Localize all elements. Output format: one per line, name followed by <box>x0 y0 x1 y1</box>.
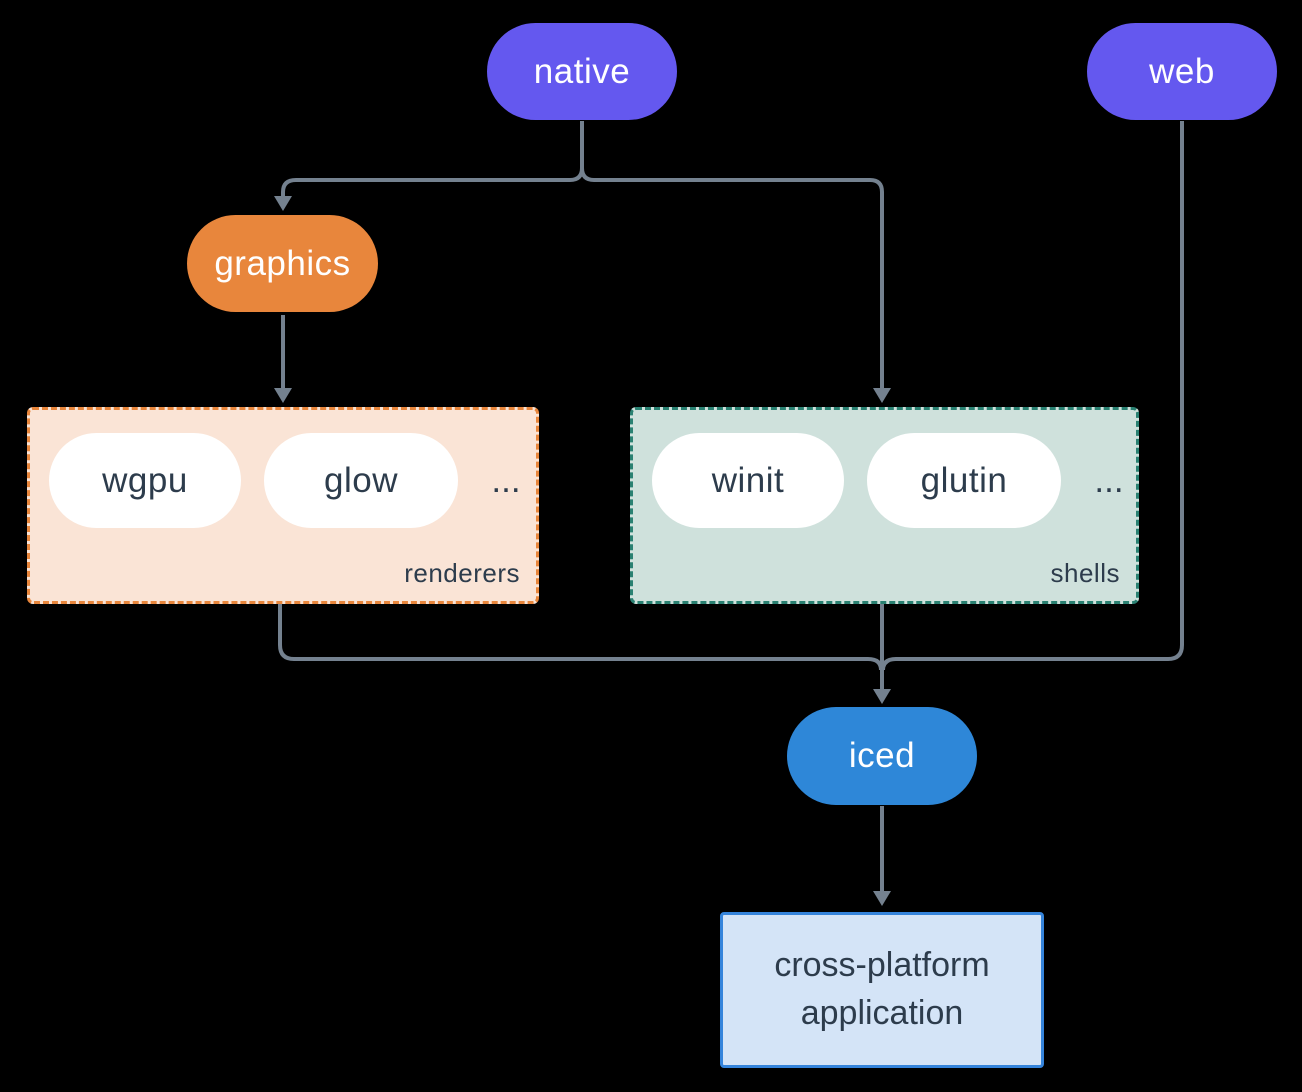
node-graphics: graphics <box>187 215 378 312</box>
node-web-label: web <box>1149 51 1215 91</box>
arrowhead-into-renderers-icon <box>274 388 292 403</box>
node-wgpu-label: wgpu <box>102 460 188 500</box>
shells-group-label: shells <box>1050 558 1120 588</box>
arrowhead-into-graphics-icon <box>274 196 292 211</box>
group-renderers: wgpu glow ... renderers <box>27 407 539 604</box>
node-glow-label: glow <box>324 460 398 500</box>
node-glutin-label: glutin <box>920 460 1008 500</box>
connector-renderers-to-iced <box>278 599 883 671</box>
arrowhead-into-app-icon <box>873 891 891 906</box>
node-iced: iced <box>787 707 977 805</box>
renderers-ellipsis: ... <box>491 460 521 500</box>
node-winit: winit <box>652 433 844 528</box>
connector-native-to-graphics <box>281 121 584 197</box>
node-app-label: cross-platform application <box>774 946 990 1032</box>
shells-ellipsis: ... <box>1094 460 1124 500</box>
renderers-group-label: renderers <box>404 558 520 588</box>
node-wgpu: wgpu <box>49 433 241 528</box>
arrowhead-into-shells-icon <box>873 388 891 403</box>
node-cross-platform-application: cross-platform application <box>720 912 1044 1068</box>
node-native-label: native <box>533 51 631 91</box>
node-glow: glow <box>264 433 458 528</box>
node-native: native <box>487 23 677 120</box>
group-shells: winit glutin ... shells <box>630 407 1139 604</box>
node-web: web <box>1087 23 1277 120</box>
connector-native-to-shells <box>580 121 884 389</box>
connector-web-to-iced <box>881 121 1184 671</box>
arrowhead-into-iced-icon <box>873 689 891 704</box>
node-iced-label: iced <box>848 736 916 775</box>
node-winit-label: winit <box>711 460 785 500</box>
node-graphics-label: graphics <box>214 243 351 283</box>
node-glutin: glutin <box>867 433 1061 528</box>
